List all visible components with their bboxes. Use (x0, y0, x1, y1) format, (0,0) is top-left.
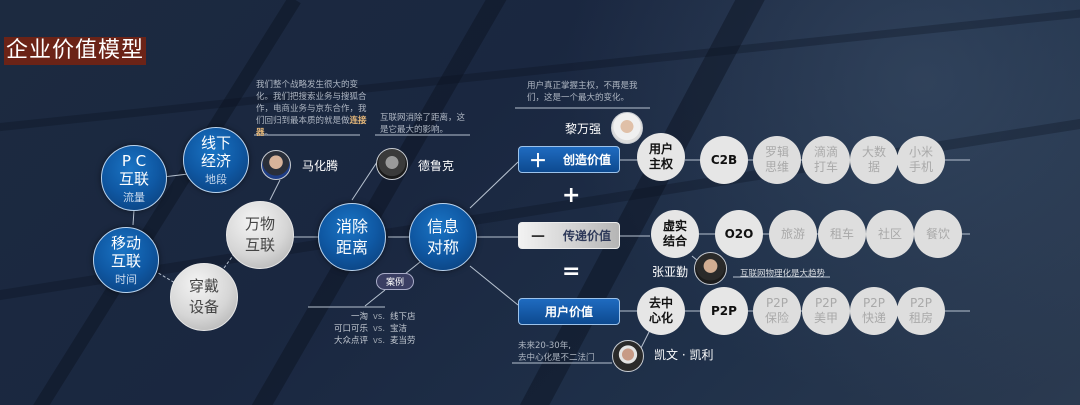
quote-ma-huateng: 我们整个战略发生很大的变化。我们把搜索业务与搜狐合作，电商业务与京东合作，我们回… (256, 80, 367, 138)
person-name-zhang-yaqin: 张亚勤 (652, 265, 689, 279)
node-wearable-devices: 穿戴 设备 (170, 263, 238, 331)
node-info-symmetry: 信息 对称 (409, 203, 477, 271)
plus-icon: ＋ (529, 150, 547, 172)
concept-virtual-real: 虚实结合 (651, 210, 699, 258)
person-name-kevin-kelly: 凯文 · 凯利 (654, 348, 714, 362)
quote-kevin-kelly: 未来20-30年, 去中心化是不二法门 (518, 341, 595, 363)
concept-user-sovereignty: 用户主权 (637, 133, 685, 181)
node-offline-economy: 线下 经济 地段 (183, 127, 249, 193)
node-remove-distance: 消除 距离 (318, 203, 386, 271)
concept-decentralization: 去中心化 (637, 287, 685, 335)
cases-tag: 案例 (376, 273, 414, 290)
example-circle: 罗辑思维 (753, 136, 801, 184)
create-value-box: ＋ 创造价值 (518, 146, 620, 173)
avatar-zhang-yaqin (694, 252, 727, 285)
example-circle: 滴滴打车 (802, 136, 850, 184)
node-pc-internet: P C 互联 流量 (101, 145, 167, 211)
user-value-box: 用户价值 (518, 298, 620, 325)
example-circle: 社区 (866, 210, 914, 258)
example-circle: 旅游 (769, 210, 817, 258)
example-circle: 租车 (818, 210, 866, 258)
page-title: 企业价值模型 (4, 37, 147, 65)
quote-li-wanqiang: 用户真正掌握主权，不再是我们，这是一个最大的变化。 (527, 81, 638, 103)
plus-operator: + (562, 183, 581, 208)
model-o2o: O2O (715, 210, 763, 258)
node-mobile-internet: 移动 互联 时间 (93, 227, 159, 293)
minus-icon: — (531, 227, 545, 244)
example-circle: 小米手机 (897, 136, 945, 184)
quote-zhang-yaqin: 互联网物理化是大趋势 (740, 269, 826, 279)
avatar-drucker (376, 148, 408, 180)
quote-drucker: 互联网消除了距离，这是它最大的影响。 (380, 113, 466, 135)
model-c2b: C2B (700, 136, 748, 184)
model-p2p: P2P (700, 287, 748, 335)
person-name-li-wanqiang: 黎万强 (565, 122, 602, 136)
example-circle: 餐饮 (914, 210, 962, 258)
avatar-kevin-kelly (612, 340, 644, 372)
avatar-ma-huateng (261, 150, 291, 180)
avatar-li-wanqiang (611, 112, 643, 144)
node-internet-of-things: 万物 互联 (226, 201, 294, 269)
transfer-value-box: — 传递价值 (518, 222, 620, 249)
equals-operator: = (562, 259, 581, 284)
example-circle: 大数据 (850, 136, 898, 184)
person-name-drucker: 德鲁克 (418, 159, 455, 173)
highlight-connector: 连接器 (256, 116, 367, 138)
person-name-ma-huateng: 马化腾 (302, 159, 339, 173)
